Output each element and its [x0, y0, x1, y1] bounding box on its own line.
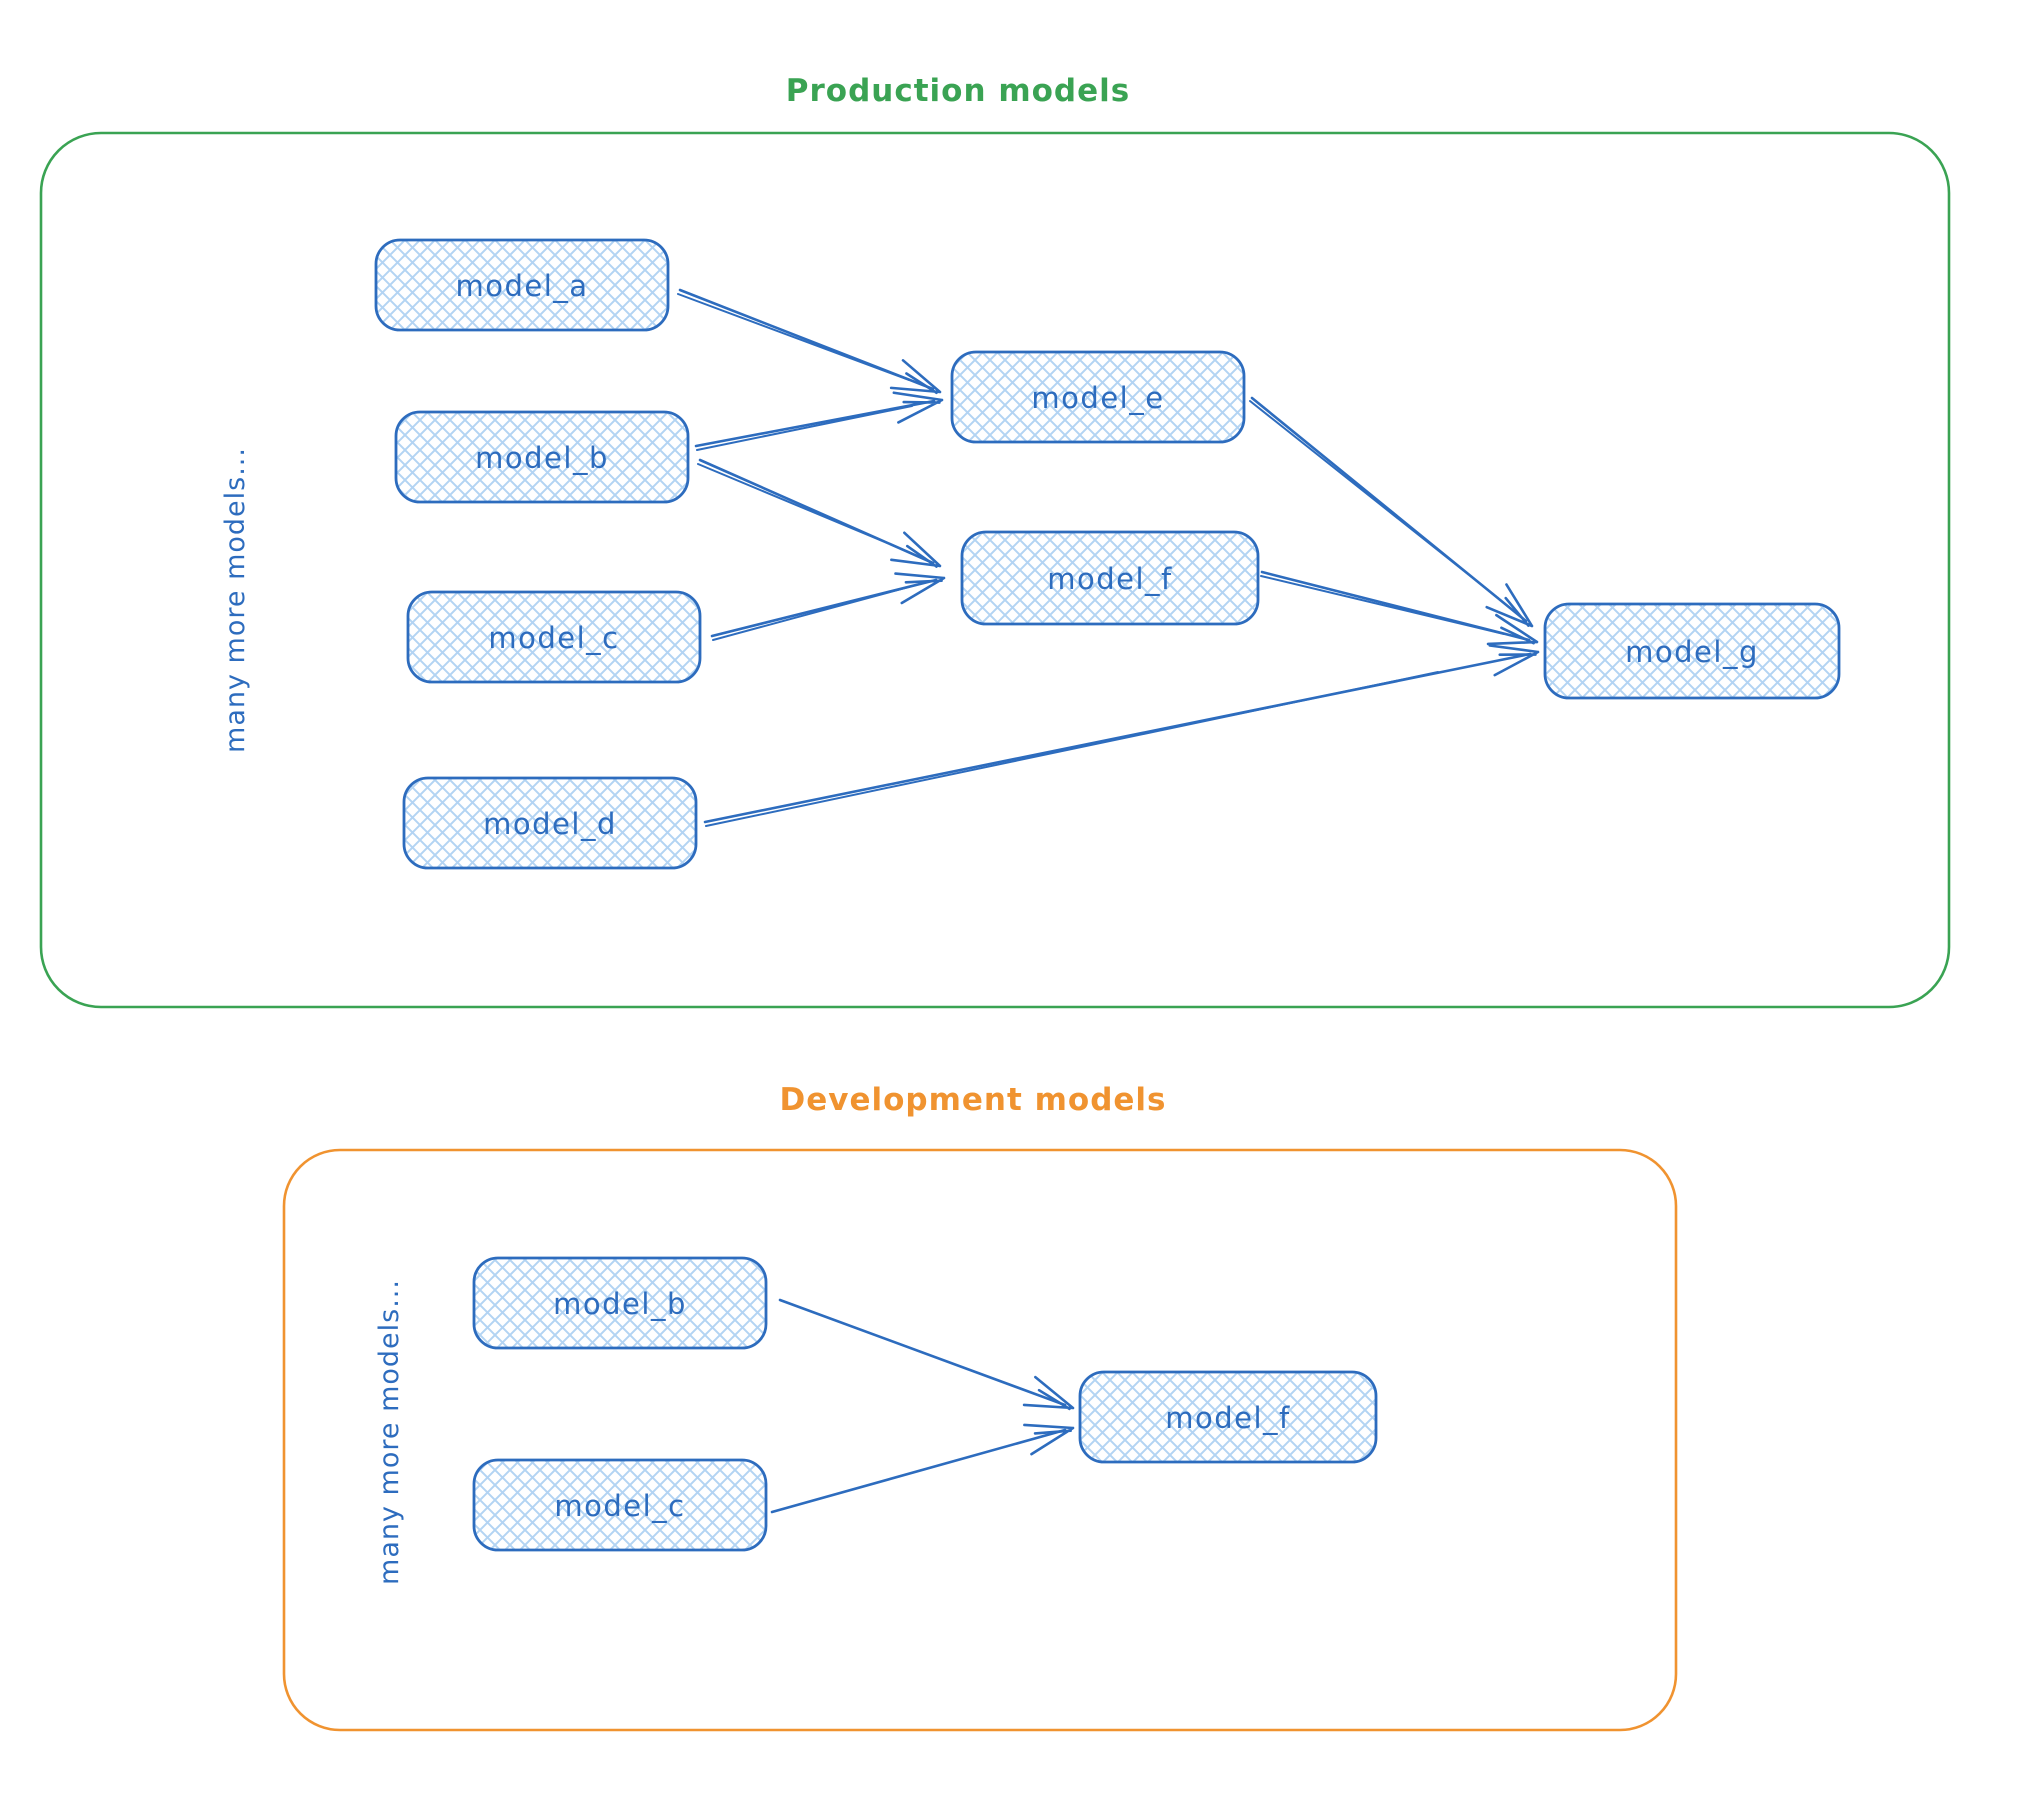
node-label-dev-model_c: model_c: [554, 1489, 685, 1523]
development-container: [282, 1148, 1678, 1732]
node-label-model_g: model_g: [1625, 635, 1759, 669]
arrow-model_d-to-model_g: [703, 644, 1540, 827]
node-development-model_c: model_c: [472, 1458, 768, 1552]
node-label-model_e: model_e: [1031, 381, 1164, 415]
node-label-model_a: model_a: [455, 269, 588, 303]
node-label-model_c: model_c: [488, 621, 619, 655]
arrow-model_c-to-model_f: [710, 572, 946, 641]
arrow-dev-model_b-to-model_f: [778, 1298, 1075, 1411]
node-development-model_f: model_f: [1078, 1370, 1378, 1464]
node-label-model_d: model_d: [483, 807, 617, 841]
arrow-dev-model_c-to-model_f: [770, 1423, 1075, 1514]
node-production-model_b: model_b: [394, 410, 690, 504]
production-title: Production models: [786, 73, 1130, 109]
production-side-label: many more models...: [220, 447, 251, 753]
node-production-model_e: model_e: [950, 350, 1246, 444]
node-production-model_g: model_g: [1543, 602, 1841, 700]
node-production-model_c: model_c: [406, 590, 702, 684]
arrow-model_a-to-model_e: [677, 288, 942, 395]
arrow-model_b-to-model_f: [697, 458, 942, 568]
node-production-model_d: model_d: [402, 776, 698, 870]
production-container: [39, 131, 1951, 1009]
node-production-model_a: model_a: [374, 238, 670, 332]
node-production-model_f: model_f: [960, 530, 1260, 626]
node-label-model_b: model_b: [475, 441, 609, 475]
development-side-label: many more models...: [374, 1279, 405, 1585]
development-title: Development models: [779, 1082, 1166, 1118]
node-label-dev-model_f: model_f: [1165, 1401, 1291, 1435]
arrow-model_f-to-model_g: [1260, 570, 1539, 646]
node-label-model_f: model_f: [1047, 562, 1173, 596]
node-label-dev-model_b: model_b: [553, 1287, 687, 1321]
arrow-model_e-to-model_g: [1249, 396, 1534, 628]
arrow-model_b-to-model_e: [694, 391, 944, 451]
node-development-model_b: model_b: [472, 1256, 768, 1350]
